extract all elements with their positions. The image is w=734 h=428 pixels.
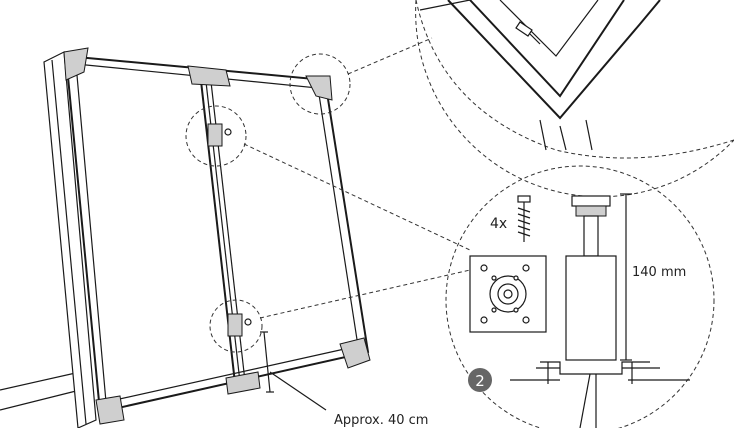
- leader-line-3: [259, 269, 471, 319]
- step-badge: 2: [468, 368, 492, 392]
- adjustable-foot: [510, 195, 690, 428]
- leader-line-1: [347, 37, 433, 75]
- corner-bracket-top-left: [63, 47, 89, 81]
- step-number: 2: [475, 372, 485, 390]
- panel-frame: [43, 47, 371, 428]
- hinge-bottom: [227, 313, 252, 337]
- distance-label: Approx. 40 cm: [334, 413, 428, 428]
- detail-marker-hinge-bottom: [209, 299, 263, 353]
- corner-bracket-top-mid: [187, 65, 231, 87]
- distance-dimension: Approx. 40 cm: [260, 331, 428, 428]
- detail-zoom-corner: [415, 0, 734, 198]
- screw-icon: [517, 195, 531, 242]
- ground-lines: [0, 371, 81, 411]
- detail-zoom-foot: 4x: [445, 165, 715, 428]
- corner-bracket-top-right: [305, 75, 333, 101]
- corner-bracket-bottom-mid: [225, 371, 261, 395]
- screw-detail-icon: [515, 21, 541, 45]
- hinge-top: [207, 123, 232, 147]
- quantity-label: 4x: [490, 216, 507, 232]
- height-dimension: 140 mm: [620, 193, 686, 361]
- corner-bracket-bottom-left: [95, 395, 125, 425]
- detail-marker-hinge-top: [185, 105, 247, 167]
- mounting-plate: [469, 255, 547, 333]
- detail-marker-top-right: [289, 53, 351, 115]
- corner-bracket-bottom-right: [339, 337, 371, 369]
- height-label: 140 mm: [632, 265, 686, 280]
- leader-line-2: [243, 143, 471, 251]
